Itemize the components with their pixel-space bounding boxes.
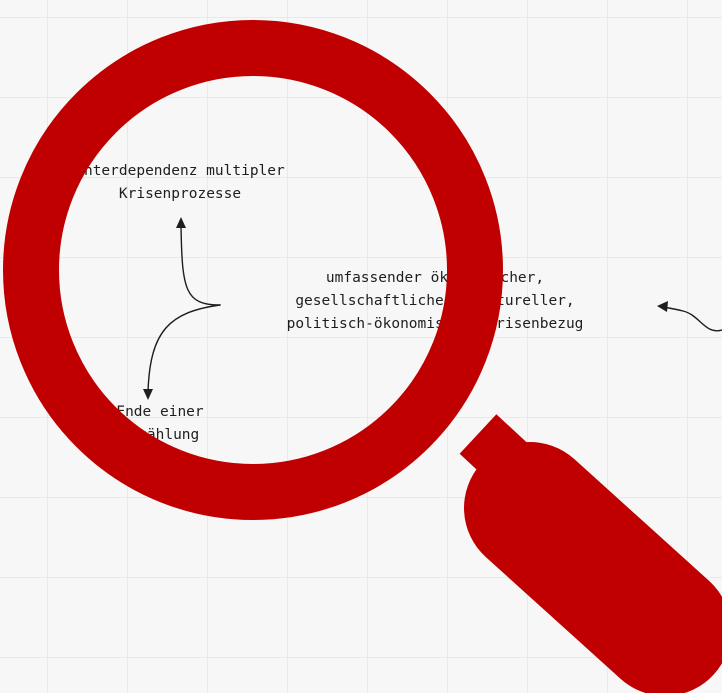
magnifier-grip xyxy=(464,442,722,693)
node-interdependenz: Interdependenz multipler Krisenprozesse xyxy=(20,160,340,206)
incoming-connector xyxy=(662,306,722,332)
node-right-line-2: gesellschaftlicher, kultureller, xyxy=(295,293,575,309)
connector-to-bottom-node xyxy=(147,304,221,393)
node-right-line-3: politisch-ökonomischer Krisenbezug xyxy=(286,316,584,332)
arrowhead-up-icon xyxy=(176,217,186,228)
arrowhead-down-icon xyxy=(143,389,153,400)
arrowhead-left-icon xyxy=(657,301,668,312)
connector-to-top-node xyxy=(180,224,221,306)
node-top-line-1: Interdependenz multipler xyxy=(75,163,285,179)
node-top-line-2: Krisenprozesse xyxy=(118,186,242,202)
node-bottom-line-1: Ende einer xyxy=(116,404,204,420)
magnifier-lens-ring xyxy=(3,20,503,520)
